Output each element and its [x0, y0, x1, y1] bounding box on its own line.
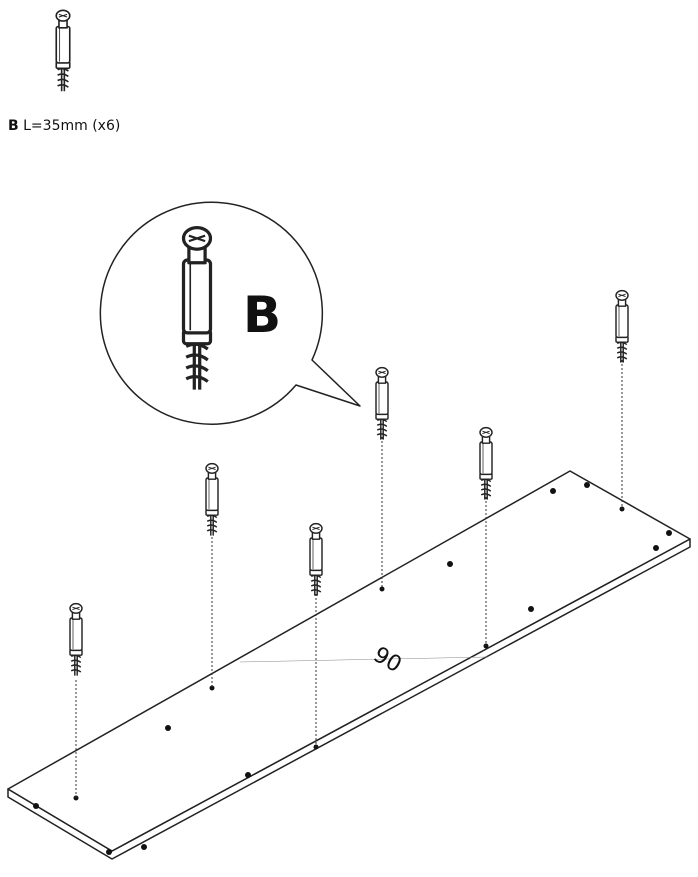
board-panel-icon — [7, 470, 691, 860]
part-letter: B — [8, 118, 19, 134]
dowel-3-icon — [309, 522, 323, 597]
dowel-6-icon — [615, 289, 629, 364]
cam-dowel-icon — [55, 9, 71, 93]
part-label: B L=35mm (x6) — [8, 118, 120, 134]
callout-letter: B — [243, 286, 281, 344]
part-spec: L=35mm (x6) — [23, 118, 121, 134]
callout-bubble — [99, 201, 361, 425]
dowel-2-icon — [205, 462, 219, 537]
dowel-4-icon — [375, 366, 389, 441]
dowel-1-icon — [69, 602, 83, 677]
dowel-insert-points — [73, 506, 625, 801]
panel-holes — [33, 482, 672, 855]
guide-lines — [75, 360, 623, 798]
dowel-5-icon — [479, 426, 493, 501]
